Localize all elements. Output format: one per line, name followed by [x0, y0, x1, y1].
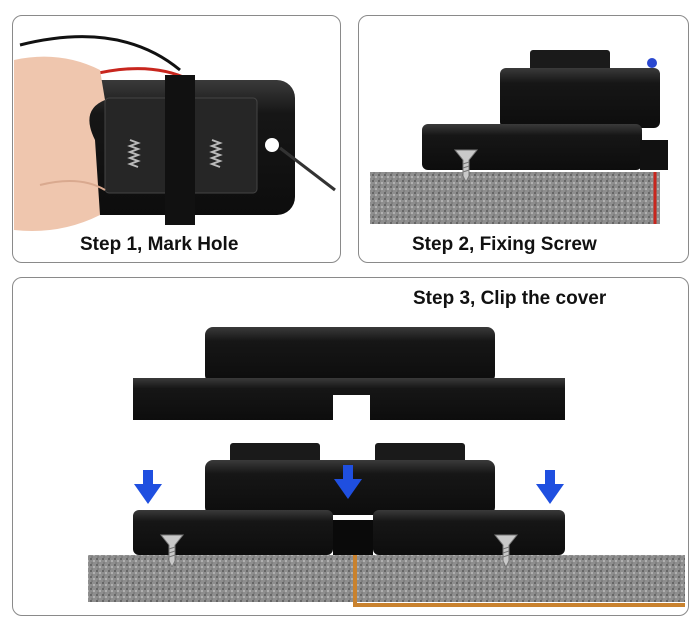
step2-panel: [358, 15, 689, 263]
step1-illustration: [14, 35, 336, 231]
step3-label: Step 3, Clip the cover: [413, 288, 607, 309]
step3-panel: [12, 277, 689, 616]
step2-illustration: [370, 50, 668, 224]
step1-label: Step 1, Mark Hole: [80, 234, 239, 255]
step3-illustration: [88, 327, 685, 607]
step1-panel: [12, 15, 341, 263]
step2-label: Step 2, Fixing Screw: [412, 234, 597, 255]
